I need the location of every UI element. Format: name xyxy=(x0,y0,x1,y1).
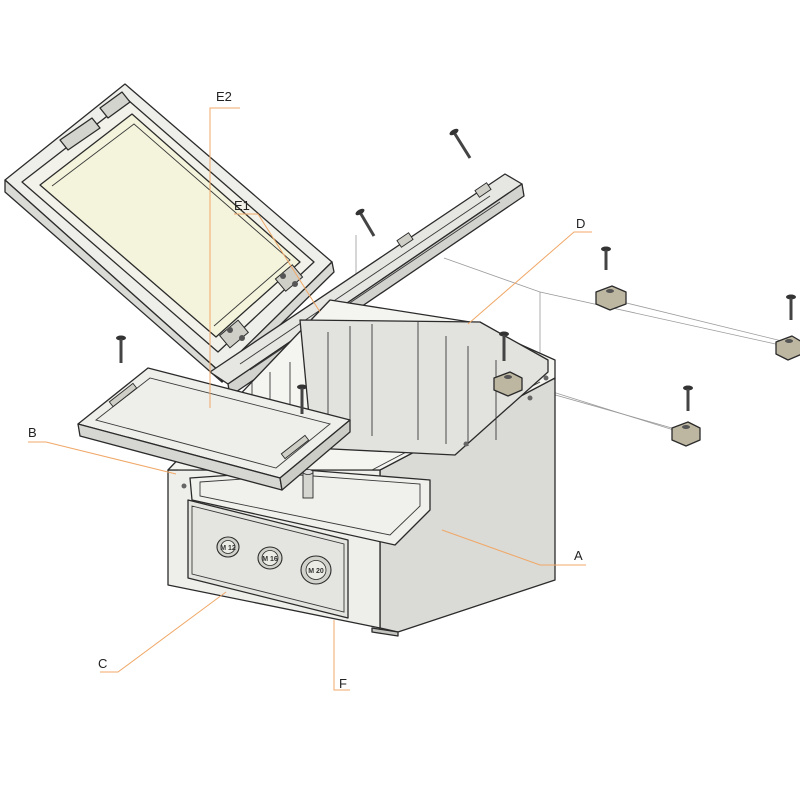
callout-f: F xyxy=(333,620,350,691)
mounting-nut-4 xyxy=(493,371,523,397)
window-lid-e2 xyxy=(4,83,335,383)
label-b: B xyxy=(28,425,37,440)
callout-e1: E1 xyxy=(234,198,321,313)
screw-mount-1 xyxy=(601,246,611,270)
callout-b: B xyxy=(28,425,177,475)
screw-lid-top xyxy=(449,128,472,159)
cable-gland-m12: M 12 xyxy=(216,536,240,558)
screw-lid-mid xyxy=(355,208,376,237)
label-f: F xyxy=(339,676,347,691)
callout-c: C xyxy=(98,591,227,673)
inner-lid-plate-b xyxy=(77,367,351,491)
mounting-nut-3 xyxy=(671,421,701,447)
screw-body-inner xyxy=(297,384,307,414)
label-d: D xyxy=(576,216,585,231)
gland-label-m12: M 12 xyxy=(220,545,236,552)
cable-gland-m16: M 16 xyxy=(257,546,283,570)
callout-d: D xyxy=(467,216,592,325)
label-e2: E2 xyxy=(216,89,232,104)
gland-label-m16: M 16 xyxy=(262,556,278,563)
label-e1: E1 xyxy=(234,198,250,213)
screw-mount-2 xyxy=(786,294,796,320)
window-glass xyxy=(39,113,301,338)
mounting-nut-1 xyxy=(595,285,627,311)
gland-label-m20: M 20 xyxy=(308,568,324,575)
label-c: C xyxy=(98,656,107,671)
label-a: A xyxy=(574,548,583,563)
callout-e2: E2 xyxy=(209,89,240,408)
cable-gland-m20: M 20 xyxy=(300,555,332,585)
screw-body-rear xyxy=(499,331,509,361)
screw-mount-3 xyxy=(683,385,693,411)
callout-a: A xyxy=(441,529,586,566)
screw-lid-left xyxy=(116,335,126,363)
mounting-nut-2 xyxy=(775,335,800,361)
